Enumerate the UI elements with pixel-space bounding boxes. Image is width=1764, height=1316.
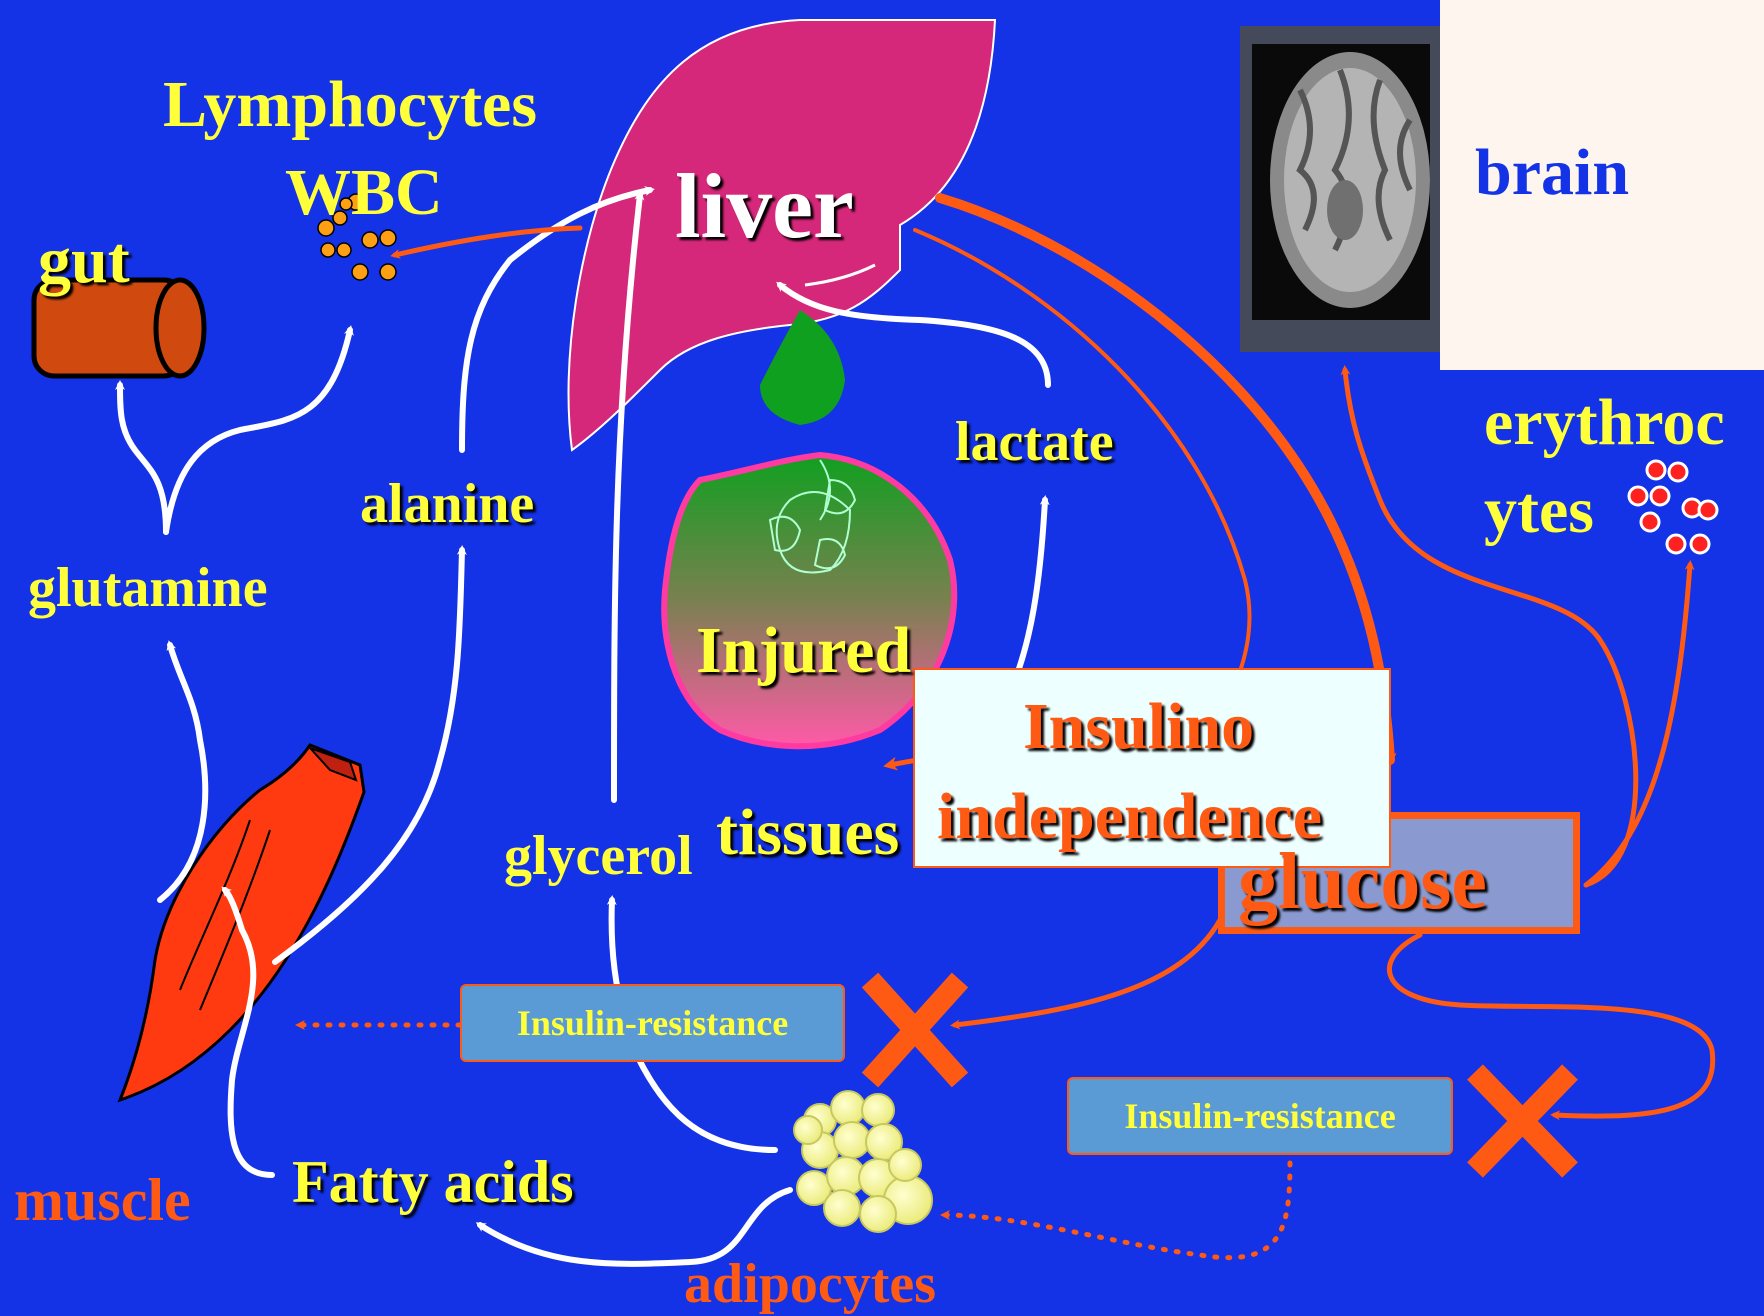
insulin-resistance-label: Insulin-resistance [1124,1095,1395,1137]
arrow-glucose-to-erythrocytes [1586,565,1690,885]
lymphocytes-label: Lymphocytes [163,72,537,138]
glutamine-label: glutamine [28,560,268,616]
independence-label: independence [937,784,1322,850]
insulin-resistance-label: Insulin-resistance [517,1002,788,1044]
gut-label: gut [38,228,130,294]
adipocytes-label: adipocytes [684,1256,936,1312]
liver-label: liver [675,160,854,252]
glucose-label: glucose [1238,842,1487,922]
glycerol-label: glycerol [504,828,693,884]
dotted-arrow-to-adipocytes [945,1150,1290,1258]
wbc-label: WBC [285,160,443,226]
lactate-label: lactate [955,414,1114,470]
adipocyte-cluster-icon [794,1091,932,1232]
x-mark-icon [1475,1072,1570,1170]
brain-label: brain [1475,140,1629,206]
brain-mri-image [1240,26,1442,352]
insulino-label: Insulino [1023,694,1254,760]
injured-tissue-icon [664,455,954,746]
insulin-resistance-box-left: Insulin-resistance [460,984,845,1062]
fatty-acids-label: Fatty acids [292,1152,574,1212]
arrow-glutamine-to-gut [120,385,166,532]
erythrocyte-cluster-icon [1629,461,1717,553]
injured-label: Injured [696,618,911,684]
muscle-label: muscle [14,1170,191,1230]
erythroc-label: erythroc [1484,390,1725,456]
ytes-label: ytes [1484,478,1594,544]
insulin-resistance-box-right: Insulin-resistance [1067,1077,1453,1155]
arrow-tissues-to-lactate [1015,500,1045,680]
arrow-liver-to-glucose-thin [915,230,1249,740]
x-mark-icon [870,980,960,1080]
alanine-label: alanine [360,476,534,532]
tissues-label: tissues [716,800,899,866]
